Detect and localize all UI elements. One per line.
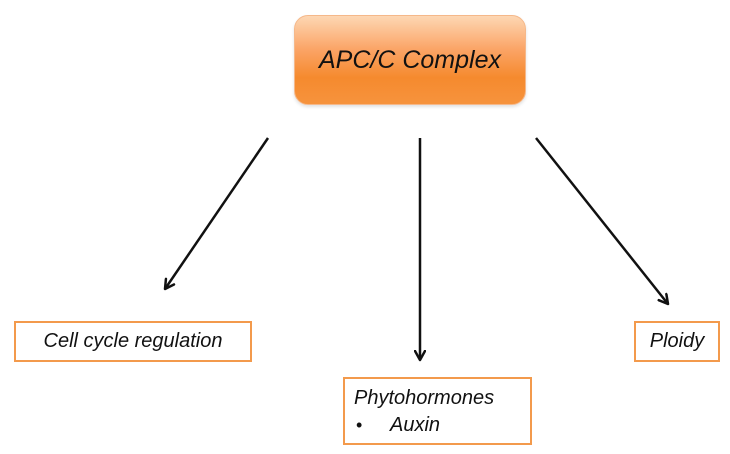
node-cell-cycle-regulation: Cell cycle regulation (14, 321, 252, 362)
node-phytohormones: Phytohormones • Auxin (343, 377, 532, 445)
arrow-to-cell-cycle-regulation (165, 137, 270, 289)
bullet-list-item: • Auxin (354, 412, 530, 438)
root-node-label: APC/C Complex (319, 45, 501, 74)
node-phytohormones-label: Phytohormones (354, 387, 495, 409)
node-ploidy-label: Ploidy (649, 330, 705, 352)
root-node-apc-c-complex: APC/C Complex (294, 15, 526, 105)
node-ploidy: Ploidy (634, 321, 720, 362)
node-cell-cycle-regulation-label: Cell cycle regulation (43, 330, 223, 352)
bullet-item-label: Auxin (390, 414, 441, 436)
bullet-icon: • (356, 415, 363, 435)
arrow-to-ploidy (535, 137, 668, 304)
